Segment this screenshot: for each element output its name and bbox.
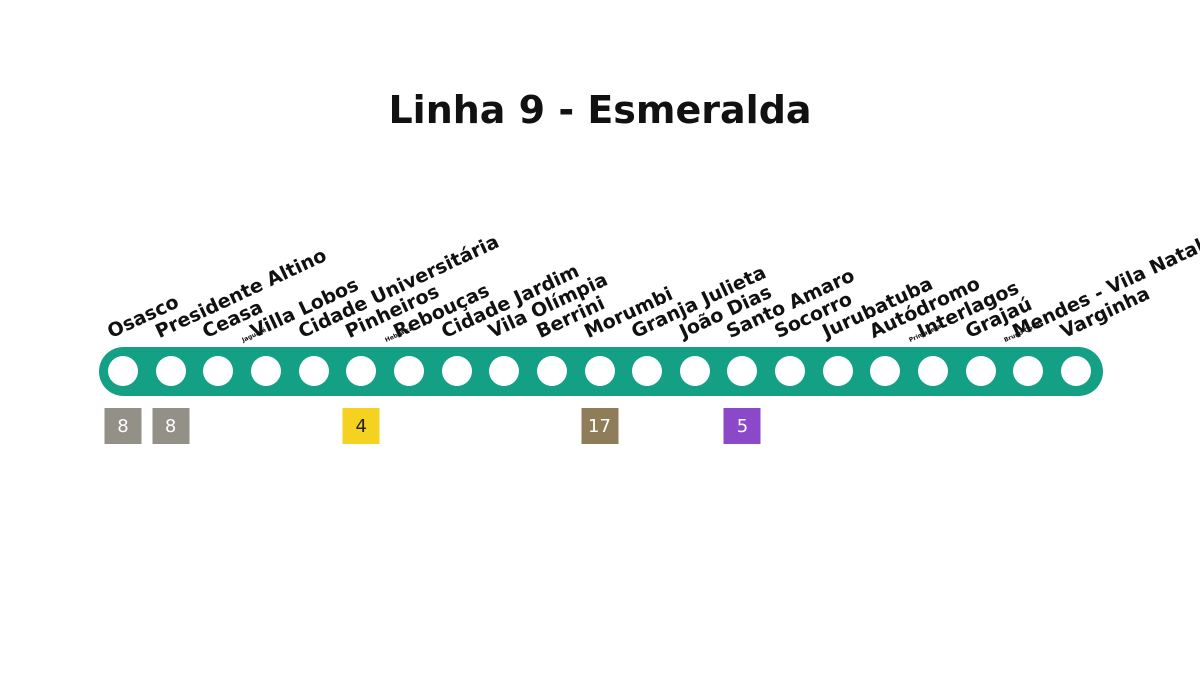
station-dot (393, 356, 424, 386)
station-dot (108, 356, 138, 386)
transfer-badge-line-17: 17 (581, 408, 618, 444)
station-dot (918, 356, 949, 386)
station-dot (203, 356, 234, 386)
diagram-title: Linha 9 - Esmeralda (388, 88, 812, 132)
station-dot (679, 356, 710, 386)
station-dot (584, 356, 615, 386)
station-dot (1061, 356, 1091, 386)
station-dot (155, 356, 186, 386)
station-dot (822, 356, 853, 386)
station-dot (632, 356, 663, 386)
station-dot (250, 356, 281, 386)
station-dot (298, 356, 329, 386)
station-dot (489, 356, 520, 386)
transfer-badge-line-4: 4 (342, 408, 380, 444)
transfer-badge-line-8: 8 (104, 408, 142, 444)
transfer-badge-line-8: 8 (152, 408, 190, 444)
station-dot (870, 356, 901, 386)
station-dot (536, 356, 567, 386)
transfer-badge-line-5: 5 (723, 408, 761, 444)
station-dot (727, 356, 758, 386)
station-dot (441, 356, 472, 386)
station-dot (775, 356, 806, 386)
station-dot (346, 356, 377, 386)
station-dot (1013, 356, 1044, 386)
station-dot (965, 356, 996, 386)
